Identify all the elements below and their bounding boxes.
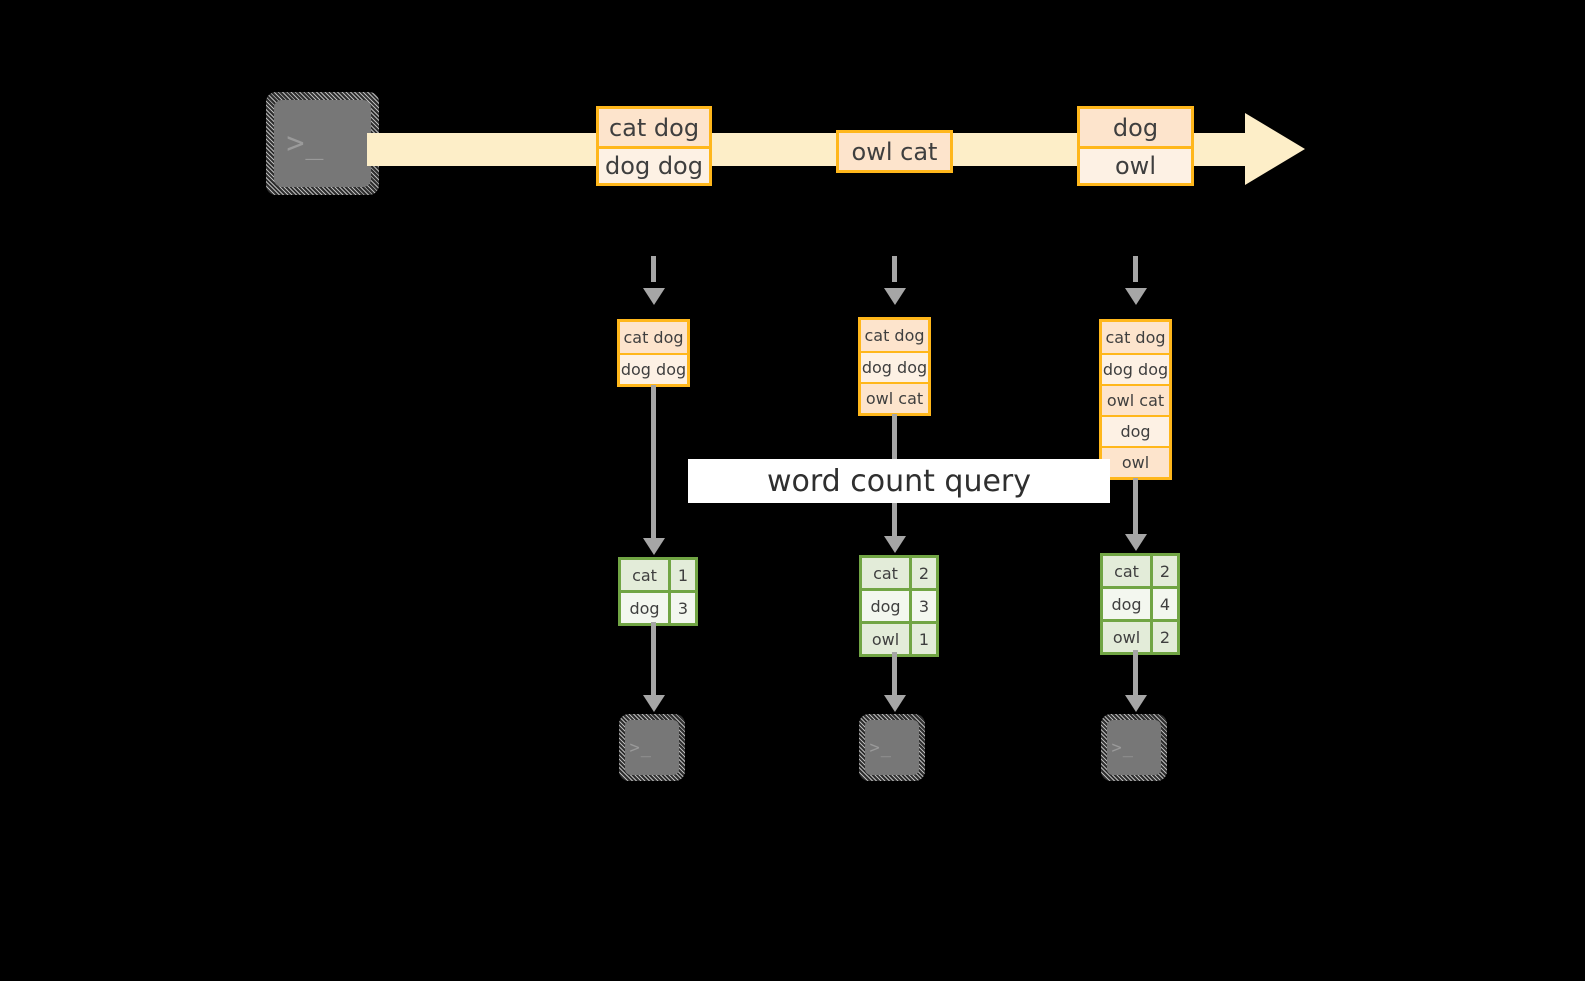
terminal-prompt-glyph: >_ bbox=[1111, 737, 1135, 758]
result-row: owl 1 bbox=[862, 621, 936, 654]
result-word: cat bbox=[621, 560, 668, 590]
result-count: 3 bbox=[668, 593, 695, 623]
snapshot-trigger-line-2 bbox=[892, 256, 897, 282]
stream-element-line: owl bbox=[1080, 146, 1191, 183]
result-row: dog 3 bbox=[621, 590, 695, 623]
snapshot-row: dog bbox=[1102, 415, 1169, 446]
sink-flow-line-1 bbox=[651, 622, 656, 698]
stream-element-line: dog dog bbox=[599, 146, 709, 183]
query-flow-line-3 bbox=[1133, 478, 1138, 536]
snapshot-row: owl bbox=[1102, 446, 1169, 477]
sink-terminal-icon-1: >_ bbox=[619, 714, 685, 781]
result-count: 4 bbox=[1150, 589, 1177, 619]
stream-element-line: dog bbox=[1080, 109, 1191, 146]
sink-terminal-icon-2: >_ bbox=[859, 714, 925, 781]
result-count: 2 bbox=[1150, 556, 1177, 586]
stream-element-line: owl cat bbox=[839, 133, 950, 170]
stream-arrow-head bbox=[1245, 113, 1305, 185]
result-word: dog bbox=[621, 593, 668, 623]
snapshot-trigger-arrowhead-1 bbox=[643, 288, 665, 305]
result-word: owl bbox=[862, 624, 909, 654]
query-label-text: word count query bbox=[766, 463, 1032, 499]
result-row: cat 1 bbox=[621, 560, 695, 590]
snapshot-row: cat dog bbox=[1102, 322, 1169, 353]
result-count: 1 bbox=[909, 624, 936, 654]
sink-terminal-icon-3: >_ bbox=[1101, 714, 1167, 781]
snapshot-row: dog dog bbox=[1102, 353, 1169, 384]
query-flow-line-1 bbox=[651, 385, 656, 540]
sink-flow-line-2 bbox=[892, 652, 897, 698]
query-label-band: word count query bbox=[688, 459, 1110, 503]
result-row: cat 2 bbox=[1103, 556, 1177, 586]
sink-flow-arrowhead-3 bbox=[1125, 695, 1147, 712]
snapshot-row: dog dog bbox=[861, 351, 928, 382]
result-word: cat bbox=[862, 558, 909, 588]
query-flow-arrowhead-1 bbox=[643, 538, 665, 555]
result-count: 2 bbox=[1150, 622, 1177, 652]
stream-element-line: cat dog bbox=[599, 109, 709, 146]
result-word: dog bbox=[1103, 589, 1150, 619]
terminal-prompt-glyph: >_ bbox=[869, 737, 893, 758]
result-table-1: cat 1 dog 3 bbox=[618, 557, 698, 626]
terminal-face bbox=[865, 720, 919, 775]
result-word: cat bbox=[1103, 556, 1150, 586]
snapshot-trigger-arrowhead-2 bbox=[884, 288, 906, 305]
result-table-2: cat 2 dog 3 owl 1 bbox=[859, 555, 939, 657]
terminal-face bbox=[1107, 720, 1161, 775]
snapshot-trigger-line-3 bbox=[1133, 256, 1138, 282]
result-count: 2 bbox=[909, 558, 936, 588]
sink-flow-line-3 bbox=[1133, 650, 1138, 698]
terminal-prompt-glyph: >_ bbox=[286, 126, 325, 161]
sink-flow-arrowhead-2 bbox=[884, 695, 906, 712]
stream-element-1: cat dog dog dog bbox=[596, 106, 712, 186]
result-word: owl bbox=[1103, 622, 1150, 652]
snapshot-trigger-arrowhead-3 bbox=[1125, 288, 1147, 305]
result-word: dog bbox=[862, 591, 909, 621]
snapshot-row: cat dog bbox=[861, 320, 928, 351]
snapshot-row: owl cat bbox=[1102, 384, 1169, 415]
result-row: dog 3 bbox=[862, 588, 936, 621]
snapshot-table-3: cat dog dog dog owl cat dog owl bbox=[1099, 319, 1172, 480]
terminal-face bbox=[274, 100, 371, 187]
terminal-prompt-glyph: >_ bbox=[629, 737, 653, 758]
snapshot-row: cat dog bbox=[620, 322, 687, 353]
result-row: owl 2 bbox=[1103, 619, 1177, 652]
result-count: 3 bbox=[909, 591, 936, 621]
snapshot-trigger-line-1 bbox=[651, 256, 656, 282]
query-flow-arrowhead-3 bbox=[1125, 534, 1147, 551]
result-count: 1 bbox=[668, 560, 695, 590]
stream-element-2: owl cat bbox=[836, 130, 953, 173]
sink-flow-arrowhead-1 bbox=[643, 695, 665, 712]
terminal-face bbox=[625, 720, 679, 775]
snapshot-table-1: cat dog dog dog bbox=[617, 319, 690, 387]
query-flow-arrowhead-2 bbox=[884, 536, 906, 553]
source-terminal-icon: >_ bbox=[266, 92, 379, 195]
snapshot-table-2: cat dog dog dog owl cat bbox=[858, 317, 931, 416]
snapshot-row: owl cat bbox=[861, 382, 928, 413]
result-row: cat 2 bbox=[862, 558, 936, 588]
stream-element-3: dog owl bbox=[1077, 106, 1194, 186]
snapshot-row: dog dog bbox=[620, 353, 687, 384]
result-row: dog 4 bbox=[1103, 586, 1177, 619]
result-table-3: cat 2 dog 4 owl 2 bbox=[1100, 553, 1180, 655]
